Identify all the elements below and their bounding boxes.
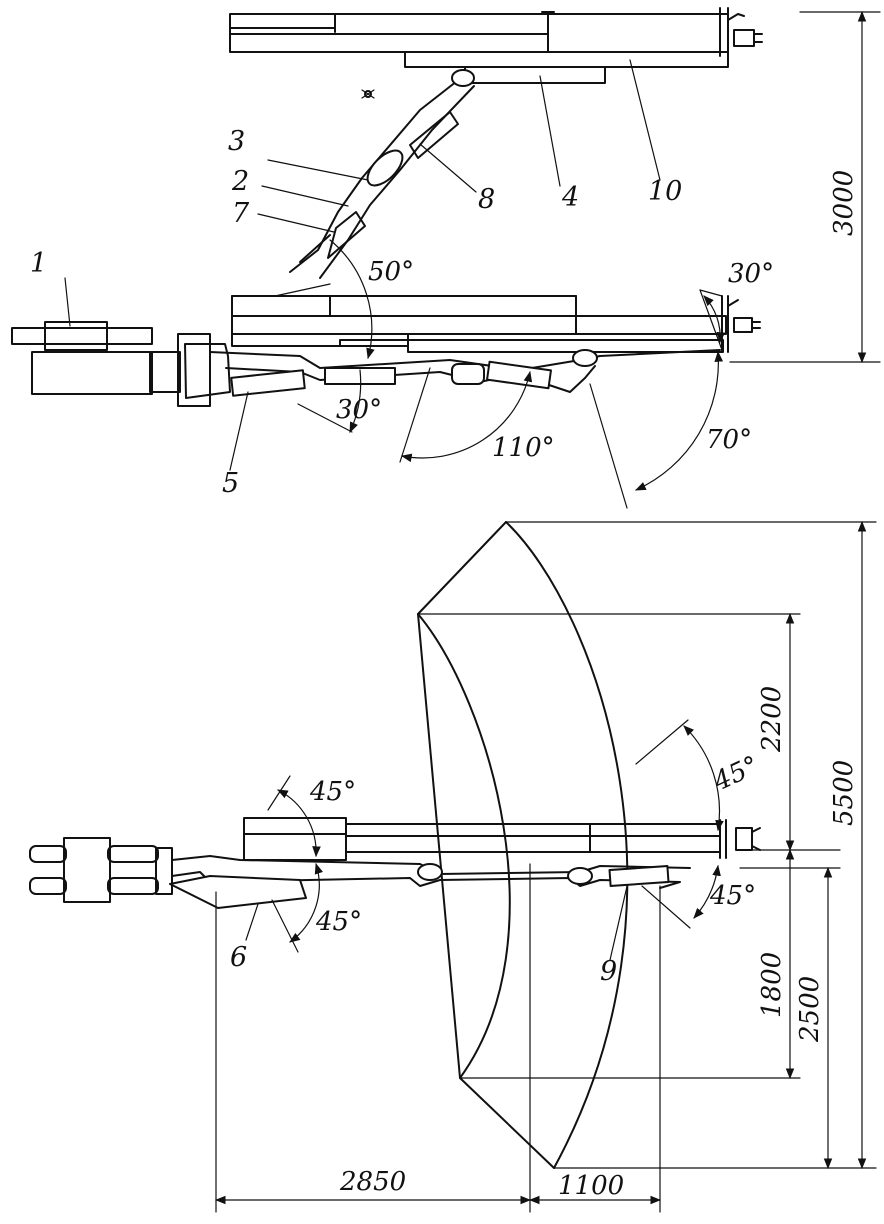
part-labels: 1 3 2 7 8 4 10 5 6 9 (30, 126, 682, 987)
angle-50: 50° (368, 257, 414, 287)
angle-45-left-top: 45° (309, 777, 356, 807)
dim-1100: 1100 (558, 1171, 624, 1201)
label-5: 5 (222, 468, 239, 499)
dim-2850: 2850 (339, 1167, 406, 1197)
working-zone-outline (417, 521, 877, 1169)
top-assembly (229, 7, 763, 279)
label-8: 8 (478, 184, 495, 215)
angle-45-right-top: 45° (708, 751, 763, 798)
dim-2200: 2200 (757, 686, 787, 753)
dimension-labels: 3000 5500 2200 1800 2500 2850 1100 (339, 170, 859, 1201)
angle-45-right-bottom: 45° (709, 881, 756, 911)
bottom-dimensions (214, 520, 867, 1213)
dim-1800: 1800 (757, 952, 787, 1018)
cutter-crown-mid (727, 299, 761, 333)
cutter-crown-bottom (735, 827, 761, 851)
angle-30-mid: 30° (336, 395, 382, 425)
middle-assembly (11, 295, 761, 407)
bottom-angle-lines (267, 719, 724, 953)
label-9: 9 (600, 956, 617, 987)
label-3: 3 (228, 126, 245, 157)
label-7: 7 (232, 198, 250, 229)
angle-45-left-bottom: 45° (315, 907, 362, 937)
label-1: 1 (30, 248, 47, 279)
dim-3000: 3000 (829, 170, 859, 236)
middle-angle-lines (274, 239, 726, 509)
label-4: 4 (561, 182, 579, 213)
bottom-assembly (29, 817, 761, 909)
leader-lines (64, 59, 661, 961)
dim-5500: 5500 (829, 760, 859, 826)
label-6: 6 (230, 942, 247, 973)
dim-2500: 2500 (795, 976, 825, 1043)
label-10: 10 (648, 176, 682, 207)
angle-30-top: 30° (728, 259, 774, 289)
angle-70: 70° (706, 425, 752, 455)
cutter-crown-top (727, 13, 763, 47)
label-2: 2 (231, 166, 249, 197)
dimension-3000 (729, 10, 881, 364)
angle-110: 110° (492, 433, 555, 463)
